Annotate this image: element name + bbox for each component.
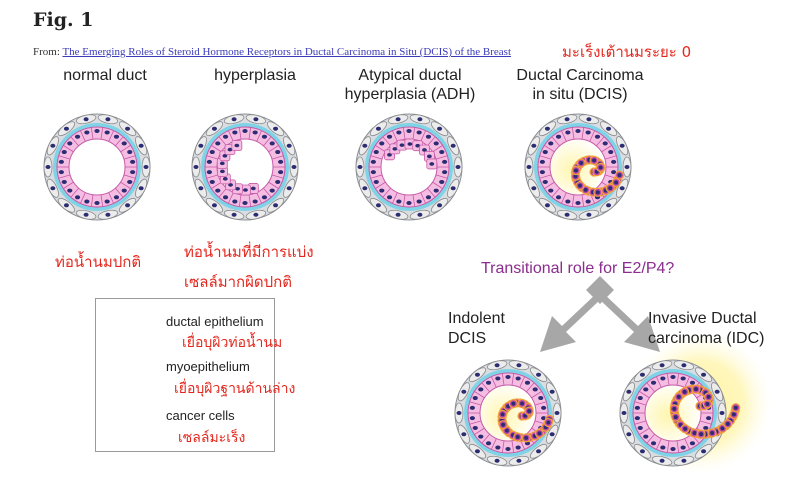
legend-ductal-thai: เยื่อบุผิวท่อน้ำนม [182,335,283,351]
dcis-duct-drawing [524,113,632,221]
hyperplasia-thai-line1: ท่อน้ำนมที่มีการแบ่ง [184,243,314,261]
legend-cancer-thai: เซลล์มะเร็ง [178,430,246,446]
stage0-annotation: มะเร็งเต้านมระยะ 0 [562,43,692,61]
source-prefix: From: [33,46,63,58]
indolent-dcis-label: Indolent DCIS [448,309,548,349]
hyperplasia-label: hyperplasia [214,67,296,84]
indolent-line1: Indolent [448,310,505,327]
idc-label: Invasive Ductal carcinoma (IDC) [648,309,798,349]
dcis-label-line1: Ductal Carcinoma [516,67,644,84]
dcis-label-line2: in situ (DCIS) [532,86,628,103]
indolent-line2: DCIS [448,330,487,347]
arrow-to-indolent [540,292,602,352]
arrow-to-idc [598,292,660,352]
idc-line2: carcinoma (IDC) [648,330,765,347]
branch-arrows [540,276,660,352]
adh-label-line1: Atypical ductal [358,67,462,84]
transition-question: Transitional role for E2/P4? [481,260,675,277]
indolent-dcis-drawing [454,359,562,467]
source-article-link[interactable]: The Emerging Roles of Steroid Hormone Re… [62,46,512,58]
hyperplasia-duct-drawing [191,113,299,221]
hyperplasia-thai-line2: เซลล์มากผิดปกติ [184,273,292,291]
legend-myo-label: myoepithelium [166,359,250,374]
legend-myo-thai: เยื่อบุผิวฐานด้านล่าง [174,381,296,397]
normal-duct-thai: ท่อน้ำนมปกติ [55,253,142,271]
arrow-apex [586,276,614,304]
legend-box [95,298,275,452]
dcis-label: Ductal Carcinoma in situ (DCIS) [500,66,660,104]
idc-line1: Invasive Ductal [648,310,757,327]
normal-duct-drawing [43,113,151,221]
idc-drawing [619,333,771,473]
figure-title: Fig. 1 [33,9,94,31]
source-line: From: The Emerging Roles of Steroid Horm… [33,46,511,58]
normal-duct-label: normal duct [63,67,147,84]
adh-label-line2: hyperplasia (ADH) [344,86,476,103]
adh-duct-drawing [355,113,463,221]
adh-label: Atypical ductal hyperplasia (ADH) [330,66,490,104]
legend-ductal-label: ductal epithelium [166,314,264,329]
legend-cancer-label: cancer cells [166,408,235,423]
